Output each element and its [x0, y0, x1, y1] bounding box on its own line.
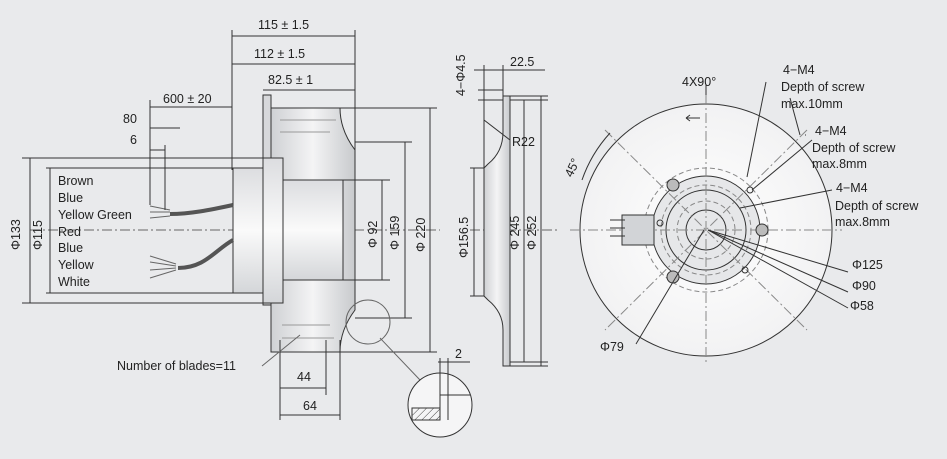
mount-hole [666, 270, 680, 284]
label-dia-245: Φ 245 [508, 216, 522, 250]
screw-hole [656, 219, 664, 227]
label-dia-252: Φ 252 [525, 216, 539, 250]
label-4-phi-4-5: 4−Φ4.5 [454, 54, 468, 96]
label-dia-79: Φ79 [600, 340, 624, 354]
label-dia-125: Φ125 [852, 258, 883, 272]
label-45: 45° [562, 156, 583, 179]
wire-color-list: Brown Blue Yellow Green Red Blue Yellow … [58, 174, 132, 289]
side-view-texts: 115 ± 1.5 112 ± 1.5 82.5 ± 1 600 ± 20 80… [9, 18, 428, 413]
label-dia-92: Φ 92 [366, 221, 380, 248]
label-m4-c: 4−M4 [836, 181, 868, 195]
label-dim-44: 44 [297, 370, 311, 384]
mount-hole [666, 178, 680, 192]
cable-top [169, 203, 234, 216]
front-diagonal-b [604, 129, 808, 331]
detail-lines [439, 378, 470, 420]
label-dia-58: Φ58 [850, 299, 874, 313]
wire-label: Brown [58, 174, 93, 188]
cable-bottom [177, 238, 235, 270]
front-view [570, 81, 849, 365]
leader-m4-b [751, 139, 813, 191]
label-m4-b-depth: Depth of screw [812, 141, 896, 155]
motor-flange [262, 157, 284, 304]
label-m4-a-depth: Depth of screw [781, 80, 865, 94]
label-dim-82-5: 82.5 ± 1 [268, 73, 313, 87]
label-dia-90: Φ90 [852, 279, 876, 293]
label-dia-133: Φ133 [9, 219, 23, 250]
label-m4-a: 4−M4 [783, 63, 815, 77]
label-m4-b: 4−M4 [815, 124, 847, 138]
leader-m4-a [746, 81, 767, 178]
connector-box [621, 214, 655, 246]
detail-leader [379, 337, 421, 381]
motor-hub [282, 179, 344, 281]
leader-dia-79 [635, 229, 705, 345]
label-dia-156-5: Φ156.5 [457, 217, 471, 258]
side-view [22, 30, 440, 420]
mount-hole [755, 223, 769, 237]
label-m4-c-max: max.8mm [835, 215, 890, 229]
section-view-texts: 4−Φ4.5 22.5 R22 Φ156.5 Φ 245 Φ 252 2 [454, 54, 539, 361]
label-detail-2: 2 [455, 347, 462, 361]
label-dim-22-5: 22.5 [510, 55, 534, 69]
front-diagonal-a [604, 129, 808, 331]
screw-hole [741, 266, 749, 274]
label-m4-b-max: max.8mm [812, 157, 867, 171]
front-view-texts: 4X90° 45° 4−M4 Depth of screw max.10mm 4… [562, 63, 919, 354]
label-dia-159: Φ 159 [388, 216, 402, 250]
wire-label: White [58, 275, 90, 289]
inlet-ring-profile [483, 95, 511, 367]
label-dia-220: Φ 220 [414, 218, 428, 252]
label-r22: R22 [512, 135, 535, 149]
label-m4-a-max: max.10mm [781, 97, 843, 111]
angle-arc-45 [581, 132, 611, 181]
label-m4-c-depth: Depth of screw [835, 199, 919, 213]
wire-label: Blue [58, 191, 83, 205]
blades-leader [261, 334, 301, 367]
wire-label: Yellow Green [58, 208, 132, 222]
detail-circle [345, 299, 391, 345]
leader-dia-90 [707, 229, 849, 293]
detail-hatch [411, 407, 441, 421]
leader-m4-c [739, 189, 833, 209]
label-blades: Number of blades=11 [117, 359, 236, 373]
screw-hole [746, 186, 754, 194]
leader-m4-a-ext [789, 97, 801, 136]
wire-ends-bottom [149, 255, 177, 279]
leader-dia-125 [707, 229, 849, 273]
rotation-arrow-icon [685, 114, 700, 122]
wire-label: Blue [58, 241, 83, 255]
wire-label: Yellow [58, 258, 95, 272]
wire-label: Red [58, 225, 81, 239]
label-dim-112: 112 ± 1.5 [254, 47, 305, 61]
label-dim-80: 80 [123, 112, 137, 126]
motor-rotor [232, 167, 264, 294]
r22-leader [483, 119, 511, 141]
label-4x90: 4X90° [682, 75, 716, 89]
label-dim-6: 6 [130, 133, 137, 147]
wire-ends-top [149, 205, 171, 219]
leader-dia-58 [707, 229, 849, 309]
label-dim-64: 64 [303, 399, 317, 413]
section-view [407, 65, 560, 438]
label-dim-600: 600 ± 20 [163, 92, 212, 106]
blade-lines [280, 119, 336, 339]
label-dim-115: 115 ± 1.5 [258, 18, 309, 32]
connector-pins [610, 219, 625, 237]
label-dia-115: Φ115 [31, 220, 45, 250]
